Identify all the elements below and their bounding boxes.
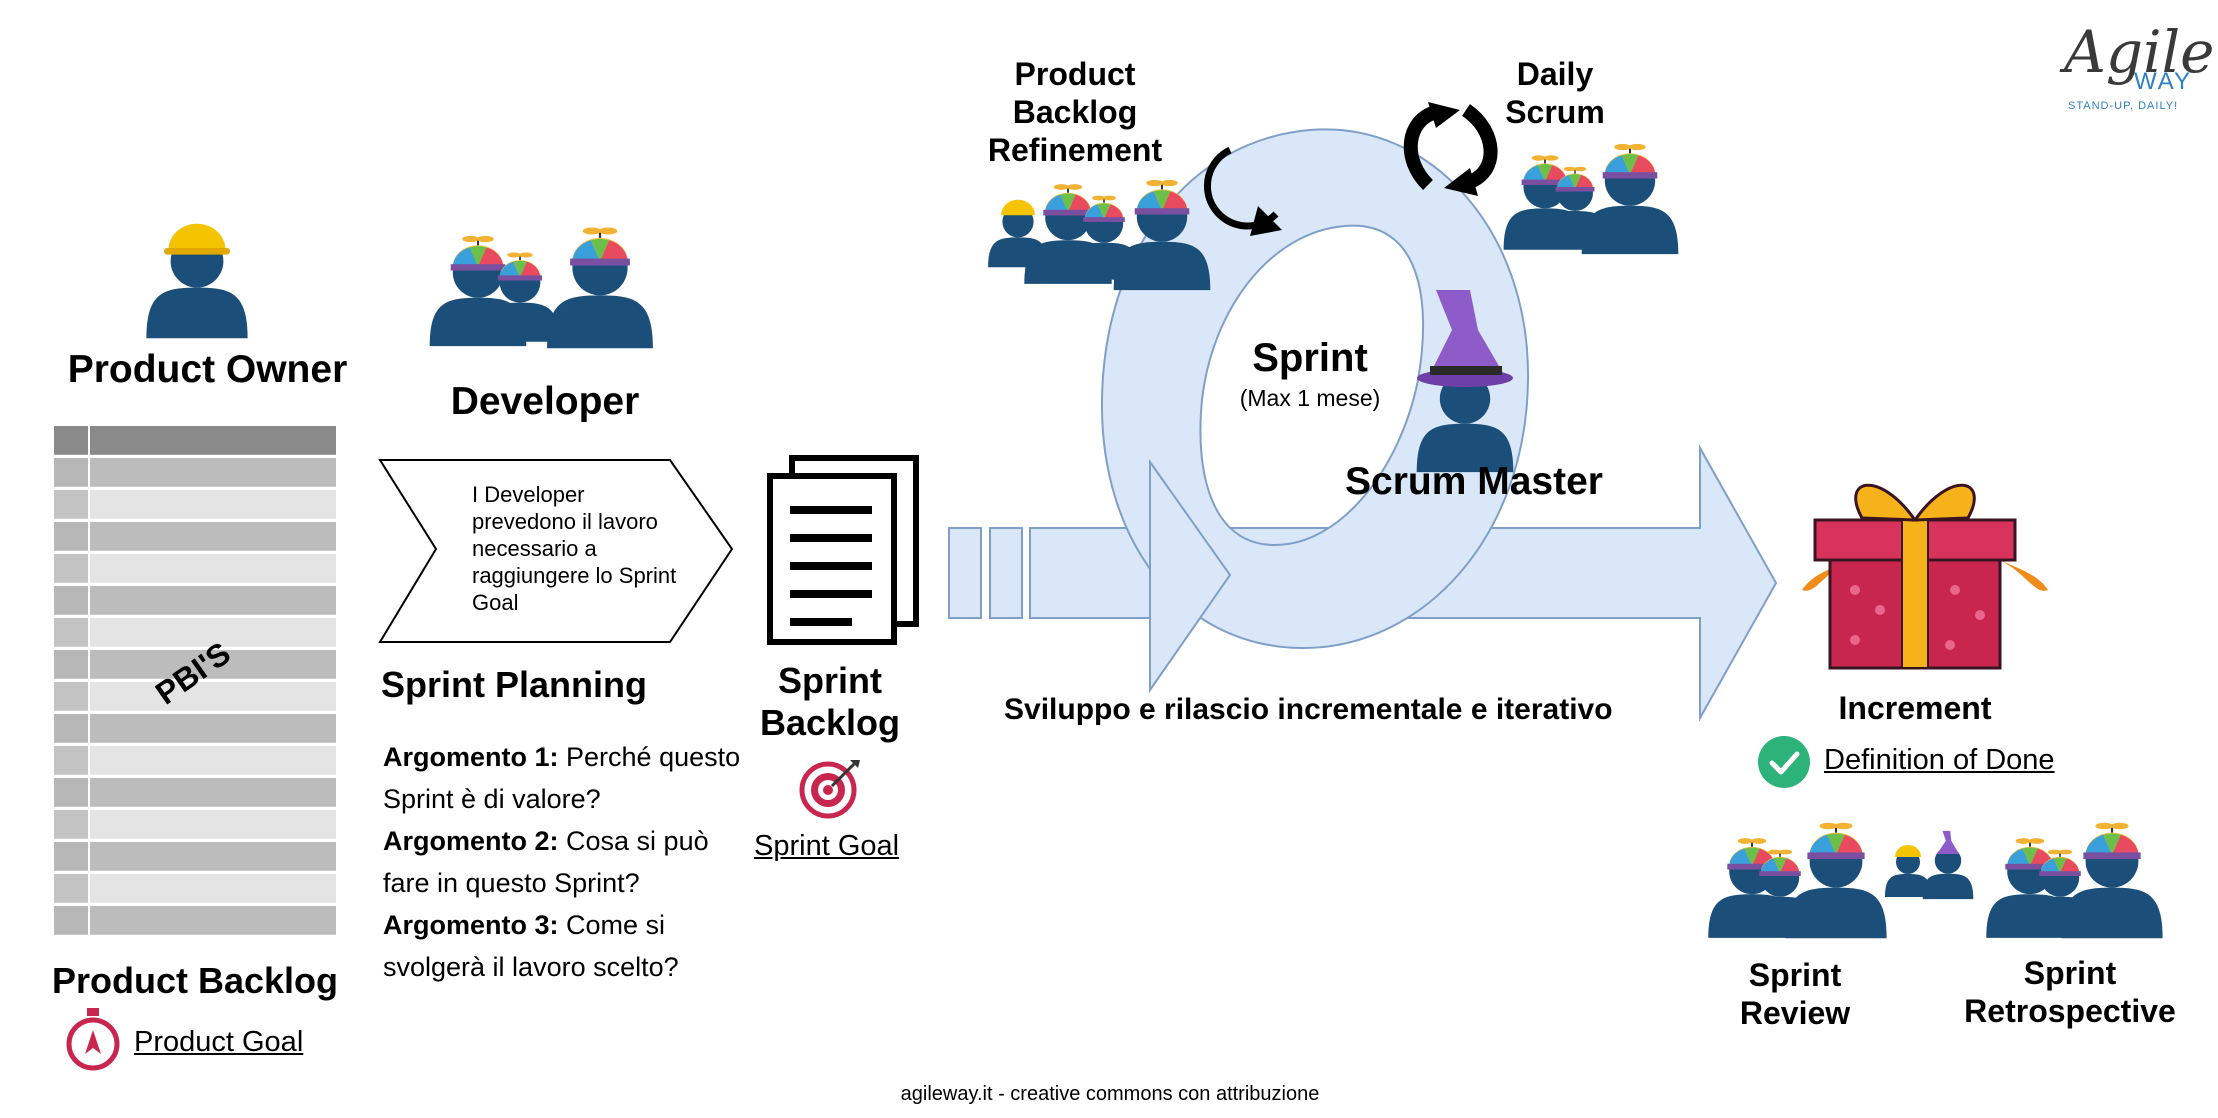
product-backlog-title: Product Backlog	[51, 960, 339, 1001]
dod-link[interactable]: Definition of Done	[1824, 744, 2055, 776]
backlog-row-cell	[90, 490, 336, 519]
sprint-title: Sprint	[1252, 336, 1368, 380]
refinement-team-icon	[988, 180, 1210, 290]
refinement-label: Product Backlog Refinement	[987, 56, 1163, 168]
backlog-row-cell	[90, 746, 336, 775]
daily-scrum-label: Daily Scrum	[1505, 56, 1605, 130]
backlog-row-cell	[54, 458, 88, 487]
footer-credit: agileway.it - creative commons con attri…	[900, 1083, 1320, 1105]
flow-label: Sviluppo e rilascio incrementale e itera…	[1004, 693, 1613, 726]
increment-title: Increment	[1838, 690, 1992, 726]
logo: Agile WAY STAND-UP, DAILY!	[2064, 18, 2215, 122]
backlog-row-cell	[54, 426, 88, 455]
product-owner-label: Product Owner	[67, 348, 348, 391]
target-icon	[799, 760, 860, 819]
backlog-row-cell	[54, 842, 88, 871]
backlog-row-cell	[90, 650, 336, 679]
backlog-row-cell	[54, 490, 88, 519]
gift-icon	[1802, 483, 2048, 670]
product-goal-link[interactable]: Product Goal	[134, 1026, 304, 1058]
backlog-row-cell	[90, 842, 336, 871]
backlog-row-cell	[90, 874, 336, 903]
developer-group-icon	[430, 228, 653, 349]
sprint-planning-title: Sprint Planning	[381, 664, 647, 705]
topic-2-text: Cosa si può fare in questo Sprint?	[383, 826, 709, 898]
backlog-row-cell	[54, 682, 88, 711]
topic-1-text: Perché questo Sprint è di valore?	[383, 742, 741, 814]
logo-tagline: STAND-UP, DAILY!	[2068, 100, 2179, 112]
sprint-planning-box-text: I Developer prevedono il lavoro necessar…	[472, 482, 677, 615]
sprint-goal-link[interactable]: Sprint Goal	[754, 830, 900, 862]
backlog-row-cell	[54, 650, 88, 679]
topic-1-label: Argomento 1:	[383, 742, 559, 772]
backlog-row-cell	[90, 682, 336, 711]
topic-3-label: Argomento 3:	[383, 910, 559, 940]
sprint-planning-topics: Argomento 1: Perché questo Sprint è di v…	[383, 736, 743, 988]
sprint-backlog-title: Sprint Backlog	[759, 660, 901, 743]
product-owner-icon	[146, 223, 248, 339]
sprint-loop	[1100, 128, 1530, 694]
topic-2: Argomento 2: Cosa si può fare in questo …	[383, 820, 743, 904]
backlog-row-cell	[54, 810, 88, 839]
backlog-row-cell	[54, 714, 88, 743]
review-team-icon	[1708, 823, 1886, 939]
topic-2-label: Argomento 2:	[383, 826, 559, 856]
scrum-master-icon	[1416, 290, 1514, 473]
backlog-row-cell	[90, 426, 336, 455]
refinement-cycle-icon	[1203, 146, 1282, 236]
sprint-subtitle: (Max 1 mese)	[1239, 385, 1381, 411]
topic-1: Argomento 1: Perché questo Sprint è di v…	[383, 736, 743, 820]
logo-suffix: WAY	[2134, 68, 2192, 95]
scrum-master-label: Scrum Master	[1345, 460, 1603, 503]
backlog-row-cell	[54, 746, 88, 775]
backlog-row-cell	[90, 778, 336, 807]
backlog-row-cell	[90, 458, 336, 487]
backlog-row-cell	[54, 522, 88, 551]
backlog-row-cell	[90, 810, 336, 839]
backlog-row-cell	[54, 586, 88, 615]
backlog-row-cell	[54, 778, 88, 807]
document-icon	[767, 455, 919, 645]
topic-3: Argomento 3: Come si svolgerà il lavoro …	[383, 904, 743, 988]
backlog-row-cell	[90, 618, 336, 647]
developer-label: Developer	[450, 380, 640, 423]
daily-team-icon	[1504, 144, 1679, 254]
compass-icon	[66, 1008, 120, 1071]
backlog-row-cell	[90, 586, 336, 615]
retro-team-icon	[1986, 823, 2162, 939]
backlog-row-cell	[90, 554, 336, 583]
backlog-row-cell	[54, 906, 88, 935]
sprint-retro-label: Sprint Retrospective	[1964, 955, 2176, 1029]
backlog-row-cell	[54, 618, 88, 647]
backlog-row-cell	[54, 874, 88, 903]
check-icon	[1758, 736, 1810, 788]
backlog-row-cell	[54, 554, 88, 583]
sprint-planning-box	[378, 459, 734, 643]
topic-3-text: Come si svolgerà il lavoro scelto?	[383, 910, 679, 982]
logo-name: Agile	[2064, 18, 2215, 86]
daily-cycle-icon	[1403, 102, 1498, 196]
sprint-review-label: Sprint Review	[1739, 957, 1851, 1031]
backlog-row-cell	[90, 906, 336, 935]
backlog-row-cell	[90, 522, 336, 551]
product-backlog-table	[54, 426, 336, 935]
backlog-row-cell	[90, 714, 336, 743]
scrum-team-icon	[1885, 830, 1974, 900]
